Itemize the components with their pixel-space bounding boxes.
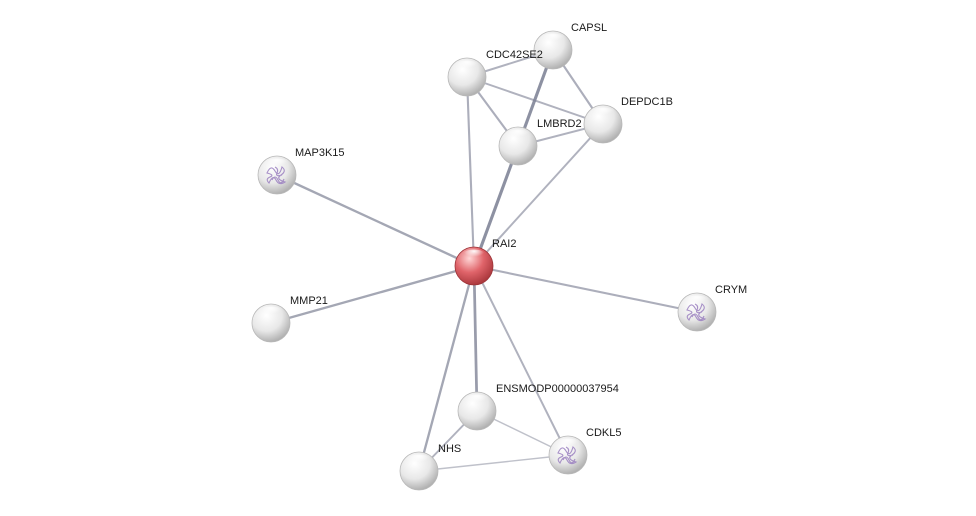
- node-highlight: [462, 249, 486, 262]
- edge-nhs-cdkl5[interactable]: [418, 454, 569, 472]
- node-mmp21[interactable]: MMP21: [251, 295, 328, 343]
- edge-cdc42se2-depdc1b[interactable]: [466, 76, 604, 125]
- node-capsl[interactable]: CAPSL: [533, 22, 607, 70]
- node-highlight: [265, 158, 289, 171]
- edge-rai2-ensmodp00000037954[interactable]: [472, 264, 479, 413]
- node-label-rai2: RAI2: [492, 238, 516, 250]
- node-cdkl5[interactable]: CDKL5: [548, 427, 621, 475]
- node-highlight: [465, 394, 489, 407]
- node-label-ensmodp00000037954: ENSMODP00000037954: [496, 383, 619, 395]
- node-rai2[interactable]: RAI2: [454, 238, 516, 286]
- edge-rai2-map3k15[interactable]: [275, 173, 476, 268]
- edge-rai2-cdkl5[interactable]: [473, 265, 569, 456]
- node-highlight: [556, 438, 580, 451]
- node-crym[interactable]: CRYM: [677, 284, 747, 332]
- node-highlight: [685, 295, 709, 308]
- edge-rai2-depdc1b[interactable]: [473, 123, 604, 267]
- node-label-cdc42se2: CDC42SE2: [486, 49, 543, 61]
- node-label-mmp21: MMP21: [290, 295, 328, 307]
- node-label-nhs: NHS: [438, 443, 461, 455]
- node-label-cdkl5: CDKL5: [586, 427, 621, 439]
- edge-rai2-crym[interactable]: [472, 264, 699, 314]
- node-highlight: [591, 107, 615, 120]
- edge-rai2-mmp21[interactable]: [269, 264, 476, 325]
- node-label-crym: CRYM: [715, 284, 747, 296]
- node-highlight: [455, 60, 479, 73]
- edge-rai2-cdc42se2[interactable]: [465, 75, 476, 268]
- node-depdc1b[interactable]: DEPDC1B: [583, 96, 673, 144]
- node-highlight: [541, 33, 565, 46]
- node-lmbrd2[interactable]: LMBRD2: [498, 118, 582, 166]
- node-label-map3k15: MAP3K15: [295, 147, 345, 159]
- node-label-lmbrd2: LMBRD2: [537, 118, 582, 130]
- node-ensmodp00000037954[interactable]: ENSMODP00000037954: [457, 383, 619, 431]
- node-nhs[interactable]: NHS: [399, 443, 461, 491]
- node-cdc42se2[interactable]: CDC42SE2: [447, 49, 543, 97]
- edge-rai2-nhs[interactable]: [417, 264, 476, 473]
- node-highlight: [259, 306, 283, 319]
- node-map3k15[interactable]: MAP3K15: [257, 147, 345, 195]
- node-label-capsl: CAPSL: [571, 22, 607, 34]
- node-highlight: [407, 454, 431, 467]
- node-label-depdc1b: DEPDC1B: [621, 96, 673, 108]
- edge-rai2-lmbrd2[interactable]: [472, 144, 520, 268]
- node-highlight: [506, 129, 530, 142]
